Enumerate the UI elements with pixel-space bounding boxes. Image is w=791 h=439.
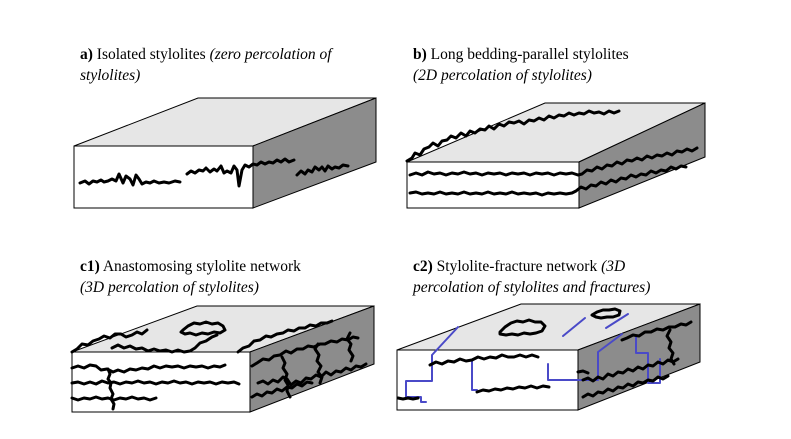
stylolite-network bbox=[428, 353, 540, 367]
stylolite-bedding-parallel bbox=[405, 109, 621, 163]
caption-tag: a) bbox=[80, 46, 93, 63]
stylolite-network bbox=[665, 328, 676, 366]
stylolite-network bbox=[70, 379, 241, 386]
stylolite-network bbox=[620, 320, 693, 342]
fracture bbox=[547, 333, 623, 381]
caption-title: Isolated stylolites bbox=[92, 46, 210, 63]
fracture bbox=[405, 326, 459, 403]
block-bedding-parallel-stylolites bbox=[405, 102, 706, 209]
stylolite-isolated bbox=[295, 163, 350, 177]
stylolite-network bbox=[581, 357, 680, 383]
stylolite-network bbox=[256, 362, 368, 387]
stylolite-top-lens bbox=[179, 320, 227, 337]
caption-bedding-parallel-stylolites: b) Long bedding-parallel stylolites (2D … bbox=[413, 44, 629, 86]
stylolite-network bbox=[576, 369, 590, 375]
block-front-face bbox=[406, 161, 580, 209]
fracture bbox=[605, 313, 629, 329]
stylolite-isolated bbox=[185, 157, 296, 188]
stylolite-isolated bbox=[78, 172, 182, 187]
stylolite-network bbox=[581, 374, 670, 399]
stylolite-top-lens bbox=[590, 307, 622, 320]
fracture bbox=[471, 359, 478, 391]
caption-title: Stylolite-fracture network bbox=[432, 258, 602, 275]
fracture bbox=[562, 317, 586, 337]
block-front-face bbox=[73, 145, 254, 209]
stylolite-network bbox=[70, 395, 158, 402]
caption-title: Long bedding-parallel stylolites bbox=[426, 46, 629, 63]
stylolite-network bbox=[110, 333, 219, 354]
stylolite-network bbox=[280, 355, 292, 399]
block-anastomosing-network bbox=[70, 305, 375, 413]
stylolite-network bbox=[250, 335, 360, 368]
stylolite-network bbox=[250, 380, 314, 399]
caption-note: (zero percolation of bbox=[209, 46, 332, 63]
stylolite-network bbox=[396, 396, 420, 401]
caption-tag: c2) bbox=[413, 258, 433, 275]
stylolite-network bbox=[106, 367, 116, 411]
stylolite-bedding-parallel bbox=[408, 164, 688, 197]
stylolite-network bbox=[313, 342, 324, 385]
stylolite-network bbox=[345, 331, 355, 363]
block-isolated-stylolites bbox=[73, 97, 377, 209]
stylolite-network bbox=[475, 384, 551, 394]
caption-note: (2D percolation of stylolites) bbox=[413, 67, 592, 84]
caption-tag: c1) bbox=[80, 258, 100, 275]
stylolite-top-lens bbox=[498, 318, 547, 337]
caption-anastomosing-network: c1) Anastomosing stylolite network (3D p… bbox=[80, 256, 301, 298]
stylolite-bedding-parallel bbox=[408, 146, 699, 177]
caption-title: Anastomosing stylolite network bbox=[99, 258, 301, 275]
caption-stylolite-fracture-network: c2) Stylolite-fracture network (3D perco… bbox=[413, 256, 650, 298]
stylolite-network bbox=[70, 363, 227, 374]
caption-note: (3D bbox=[601, 258, 626, 275]
caption-tag: b) bbox=[413, 46, 427, 63]
caption-note-continued: stylolites) bbox=[80, 67, 141, 84]
caption-note-continued: percolation of stylolites and fractures) bbox=[413, 279, 651, 296]
stylolite-network bbox=[236, 319, 334, 354]
caption-note: (3D percolation of stylolites) bbox=[80, 279, 259, 296]
caption-isolated-stylolites: a) Isolated stylolites (zero percolation… bbox=[80, 44, 332, 86]
block-stylolite-fracture-network bbox=[396, 303, 701, 411]
stylolite-network bbox=[70, 328, 149, 354]
